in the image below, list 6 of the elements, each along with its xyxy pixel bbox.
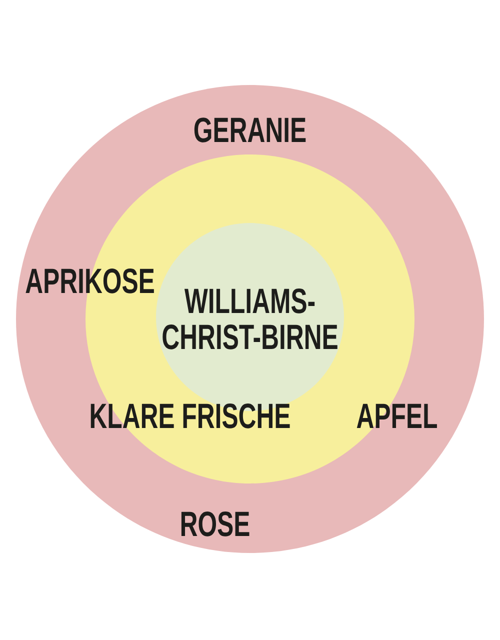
zone-label: GERANIE [194,118,306,142]
zone-label: ROSE [181,512,250,536]
zone-label: WILLIAMS- CHRIST-BIRNE [162,288,338,350]
zone-label: APRIKOSE [26,268,154,294]
zone-label: APFEL [356,404,437,428]
zone-label: KLARE FRISCHE [90,404,290,428]
